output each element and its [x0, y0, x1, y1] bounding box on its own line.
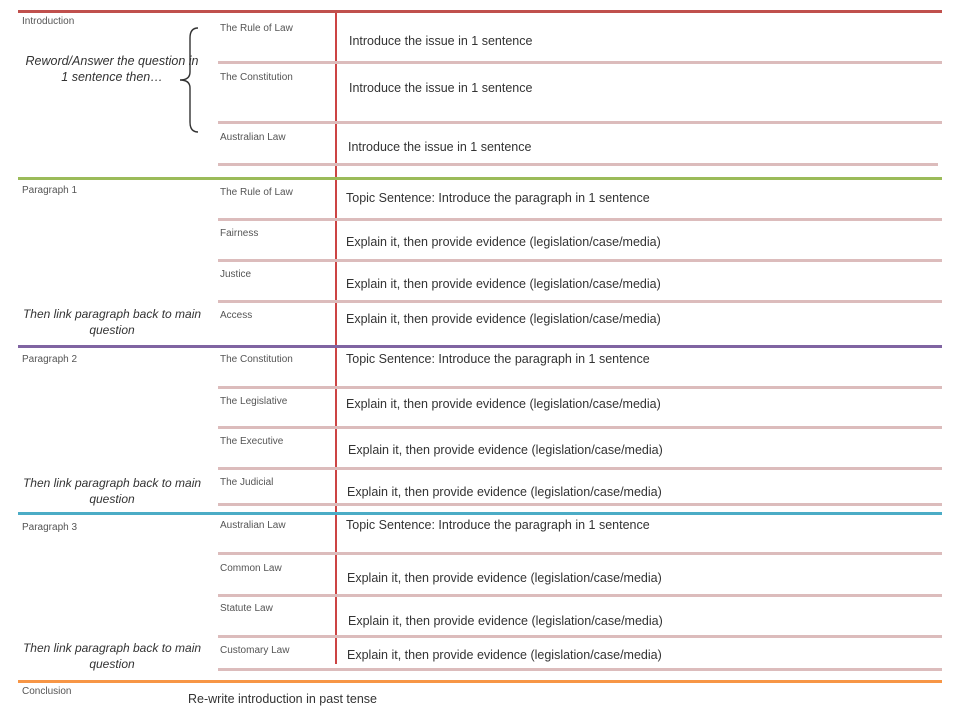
paragraph2-label: Paragraph 2 [22, 354, 78, 365]
brace-icon [179, 27, 199, 133]
introduction-sub-3: Australian Law [220, 132, 286, 143]
introduction-divider [18, 10, 942, 13]
paragraph3-sub-2: Common Law [220, 563, 282, 574]
conclusion-divider [18, 680, 942, 683]
paragraph2-text-3: Explain it, then provide evidence (legis… [348, 443, 663, 457]
introduction-text-1: Introduce the issue in 1 sentence [349, 34, 533, 48]
paragraph3-text-3: Explain it, then provide evidence (legis… [348, 614, 663, 628]
paragraph1-note: Then link paragraph back to main questio… [22, 307, 202, 337]
paragraph3-sub-4: Customary Law [220, 645, 290, 656]
row-divider [218, 668, 942, 671]
paragraph1-text-4: Explain it, then provide evidence (legis… [346, 312, 661, 326]
paragraph1-text-2: Explain it, then provide evidence (legis… [346, 235, 661, 249]
row-divider [218, 121, 942, 124]
paragraph2-sub-2: The Legislative [220, 396, 288, 407]
paragraph1-sub-1: The Rule of Law [220, 187, 293, 198]
paragraph1-sub-3: Justice [220, 269, 252, 280]
paragraph2-text-2: Explain it, then provide evidence (legis… [346, 397, 661, 411]
paragraph2-note: Then link paragraph back to main questio… [22, 476, 202, 506]
introduction-sub-1: The Rule of Law [220, 23, 293, 34]
paragraph2-divider [18, 345, 942, 348]
paragraph3-sub-3: Statute Law [220, 603, 273, 614]
paragraph3-divider [18, 512, 942, 515]
paragraph1-text-3: Explain it, then provide evidence (legis… [346, 277, 661, 291]
conclusion-label: Conclusion [22, 686, 72, 697]
paragraph2-sub-3: The Executive [220, 436, 284, 447]
paragraph3-sub-1: Australian Law [220, 520, 286, 531]
paragraph3-label: Paragraph 3 [22, 522, 78, 533]
row-divider [218, 218, 942, 221]
introduction-text-2: Introduce the issue in 1 sentence [349, 81, 533, 95]
row-divider [218, 467, 942, 470]
introduction-text-3: Introduce the issue in 1 sentence [348, 140, 532, 154]
paragraph1-sub-4: Access [220, 310, 253, 321]
paragraph3-text-4: Explain it, then provide evidence (legis… [347, 648, 662, 662]
row-divider [218, 552, 942, 555]
row-divider [218, 163, 938, 166]
paragraph1-text-1: Topic Sentence: Introduce the paragraph … [346, 191, 650, 205]
introduction-sub-2: The Constitution [220, 72, 293, 83]
paragraph3-note: Then link paragraph back to main questio… [22, 641, 202, 671]
vertical-rule [335, 12, 337, 664]
row-divider [218, 426, 942, 429]
paragraph1-sub-2: Fairness [220, 228, 259, 239]
introduction-note: Reword/Answer the question in 1 sentence… [25, 54, 199, 84]
paragraph3-text-2: Explain it, then provide evidence (legis… [347, 571, 662, 585]
row-divider [218, 259, 942, 262]
paragraph3-text-1: Topic Sentence: Introduce the paragraph … [346, 518, 650, 532]
row-divider [218, 503, 942, 506]
paragraph1-divider [18, 177, 942, 180]
introduction-label: Introduction [22, 16, 75, 27]
paragraph2-text-4: Explain it, then provide evidence (legis… [347, 485, 662, 499]
row-divider [218, 61, 942, 64]
row-divider [218, 386, 942, 389]
row-divider [218, 300, 942, 303]
conclusion-text: Re-write introduction in past tense [188, 692, 377, 706]
row-divider [218, 594, 942, 597]
row-divider [218, 635, 942, 638]
paragraph2-sub-1: The Constitution [220, 354, 293, 365]
paragraph1-label: Paragraph 1 [22, 185, 78, 196]
paragraph2-text-1: Topic Sentence: Introduce the paragraph … [346, 352, 650, 366]
paragraph2-sub-4: The Judicial [220, 477, 274, 488]
